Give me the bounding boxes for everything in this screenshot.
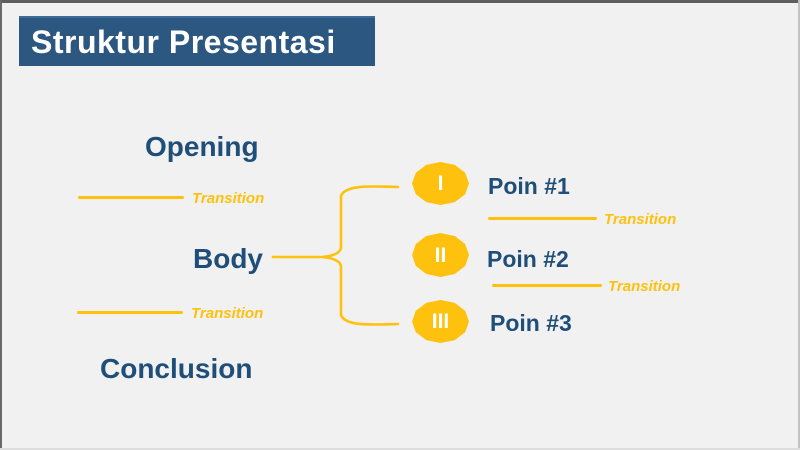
point-label-3: Poin #3 xyxy=(490,310,572,336)
point-numeral-1: I xyxy=(437,172,444,195)
window-edge-bottom xyxy=(0,448,800,450)
point-numeral-2: II xyxy=(434,243,447,267)
outline-conclusion-label: Conclusion xyxy=(100,353,253,384)
transition-line-opening-body xyxy=(78,196,184,199)
transition-label-poin1-poin2: Transition xyxy=(604,211,677,228)
point-label-1: Poin #1 xyxy=(488,173,570,199)
window-edge-top xyxy=(0,0,800,3)
body-brace-connector xyxy=(271,185,400,326)
slide-title: Struktur Presentasi xyxy=(31,23,336,60)
point-badge-3: III xyxy=(412,300,469,343)
window-edge-right xyxy=(798,0,800,450)
transition-label-opening-body: Transition xyxy=(192,190,265,207)
transition-line-poin1-poin2 xyxy=(488,217,597,220)
transition-line-poin2-poin3 xyxy=(492,284,602,287)
point-numeral-3: III xyxy=(431,310,450,333)
point-label-2: Poin #2 xyxy=(487,246,569,272)
point-badge-2: II xyxy=(412,233,469,277)
point-badge-1: I xyxy=(412,162,469,205)
transition-label-body-conclusion: Transition xyxy=(191,305,264,322)
slide-title-box: Struktur Presentasi xyxy=(19,16,375,66)
transition-label-poin2-poin3: Transition xyxy=(608,278,681,295)
window-edge-left xyxy=(0,0,2,450)
outline-opening-label: Opening xyxy=(145,131,259,162)
outline-body-label: Body xyxy=(193,243,263,274)
transition-line-body-conclusion xyxy=(77,311,183,314)
